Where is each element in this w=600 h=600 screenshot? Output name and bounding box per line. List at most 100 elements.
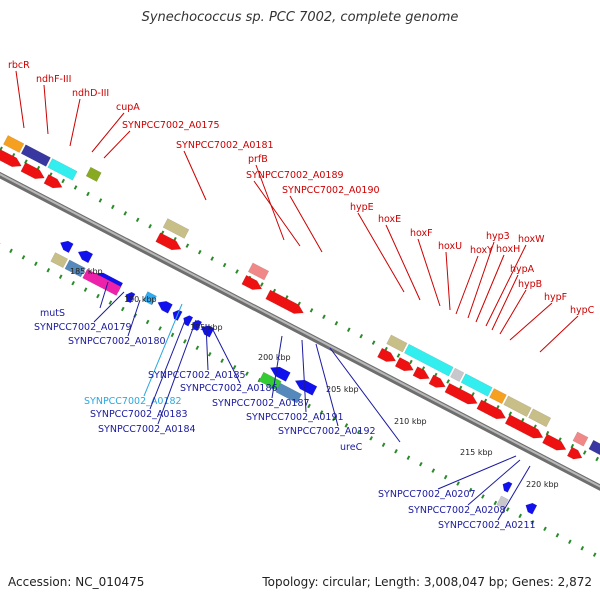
leader-line — [301, 339, 307, 413]
plus-strand-gene — [43, 174, 63, 189]
minus-strand-gene — [294, 379, 318, 396]
plus-strand-gene — [85, 166, 102, 182]
kbp-tick-label: 210 kbp — [394, 417, 427, 426]
minus-strand-gene — [496, 495, 509, 509]
gene-label-lower: SYNPCC7002_A0186 — [180, 383, 278, 394]
kbp-tick-label: 200 kbp — [258, 353, 291, 362]
minus-strand-gene — [157, 300, 173, 314]
plus-strand-gene — [503, 395, 532, 418]
tick-dot — [145, 319, 150, 325]
plus-strand-gene — [247, 262, 270, 281]
plus-strand-gene — [450, 367, 465, 382]
leader-line — [497, 465, 531, 521]
kbp-tick-label: 220 kbp — [526, 480, 559, 489]
minus-strand-gene — [77, 250, 94, 264]
leader-line — [15, 70, 25, 129]
leader-line — [445, 251, 451, 311]
plus-strand-gene — [476, 399, 507, 420]
tick-dot — [197, 249, 202, 255]
tick-dot — [346, 327, 351, 332]
tick-dot — [481, 494, 485, 499]
gene-label-upper: hyp3 — [486, 231, 510, 242]
topology-summary: Topology: circular; Length: 3,008,047 bp… — [262, 575, 592, 589]
tick-dot — [195, 345, 200, 351]
tick-dot — [135, 217, 140, 223]
kbp-tick-label: 205 kbp — [326, 385, 359, 394]
gene-label-upper: hoxU — [438, 241, 462, 252]
genome-title: Synechococcus sp. PCC 7002, complete gen… — [141, 10, 459, 25]
plus-strand-gene — [489, 388, 507, 405]
leader-line — [539, 315, 579, 353]
tick-dot — [9, 248, 13, 254]
genome-backbone-highlight — [0, 173, 600, 488]
tick-dot — [580, 545, 585, 551]
tick-dot — [456, 481, 460, 486]
tick-dot — [46, 268, 51, 273]
tick-dot — [396, 353, 401, 358]
leader-line — [499, 289, 527, 335]
tick-dot — [443, 474, 448, 480]
leader-line — [253, 180, 301, 247]
leader-line — [315, 343, 339, 427]
plus-strand-gene — [377, 347, 397, 362]
minus-strand-gene — [142, 291, 157, 306]
tick-dot — [170, 332, 175, 338]
leader-line — [69, 98, 81, 147]
gene-label-upper: SYNPCC7002_A0175 — [122, 120, 220, 131]
tick-dot — [86, 191, 90, 197]
kbp-tick-label: 185 kbp — [70, 267, 103, 276]
gene-label-upper: rbcR — [8, 60, 30, 71]
minus-strand-gene — [275, 382, 303, 404]
plus-strand-gene — [20, 162, 45, 180]
gene-label-lower: SYNPCC7002_A0192 — [278, 426, 376, 437]
plus-strand-gene — [588, 439, 600, 456]
gene-label-upper: hypE — [350, 202, 374, 213]
leader-line — [91, 112, 125, 153]
tick-dot — [332, 416, 336, 422]
gene-label-upper: SYNPCC7002_A0189 — [246, 170, 344, 181]
gene-label-lower: SYNPCC7002_A0191 — [246, 412, 344, 423]
tick-dot — [309, 308, 314, 313]
tick-dot — [108, 300, 113, 305]
tick-dot — [371, 340, 376, 345]
plus-strand-gene — [162, 218, 190, 239]
tick-dot — [419, 461, 423, 467]
tick-dot — [468, 487, 473, 493]
accession-text: Accession: NC_010475 — [8, 575, 145, 589]
gene-label-lower: SYNPCC7002_A0187 — [212, 398, 310, 409]
gene-label-upper: prfB — [248, 154, 268, 165]
tick-dot — [582, 450, 587, 455]
minus-strand-gene — [502, 481, 513, 493]
tick-dot — [543, 526, 547, 532]
leader-line — [509, 302, 553, 341]
gene-label-upper: cupA — [116, 102, 140, 113]
leader-line — [255, 164, 285, 241]
gene-label-lower: ureC — [340, 442, 363, 453]
gene-label-lower: SYNPCC7002_A0183 — [90, 409, 188, 420]
gene-label-upper: hoxW — [518, 234, 545, 245]
tick-dot — [111, 204, 115, 210]
plus-strand-gene — [241, 274, 263, 290]
plus-strand-gene — [504, 414, 544, 439]
tick-dot — [120, 306, 125, 312]
plus-strand-gene — [394, 357, 414, 372]
minus-strand-gene — [269, 366, 291, 382]
gene-label-upper: hypB — [518, 279, 542, 290]
tick-dot — [356, 429, 361, 435]
leader-line — [485, 244, 527, 327]
tick-dot — [148, 224, 152, 229]
gene-label-lower: SYNPCC7002_A0208 — [408, 505, 506, 516]
leader-line — [99, 281, 109, 309]
leader-line — [437, 455, 517, 490]
tick-dot — [123, 211, 128, 216]
tick-dot — [334, 321, 339, 326]
gene-label-upper: ndhD-III — [72, 88, 109, 99]
tick-dot — [518, 513, 522, 519]
tick-dot — [545, 430, 550, 436]
tick-dot — [595, 456, 599, 462]
gene-label-lower: SYNPCC7002_A0182 — [84, 396, 182, 407]
tick-dot — [493, 500, 498, 506]
tick-dot — [260, 282, 264, 287]
tick-dot — [58, 274, 63, 279]
